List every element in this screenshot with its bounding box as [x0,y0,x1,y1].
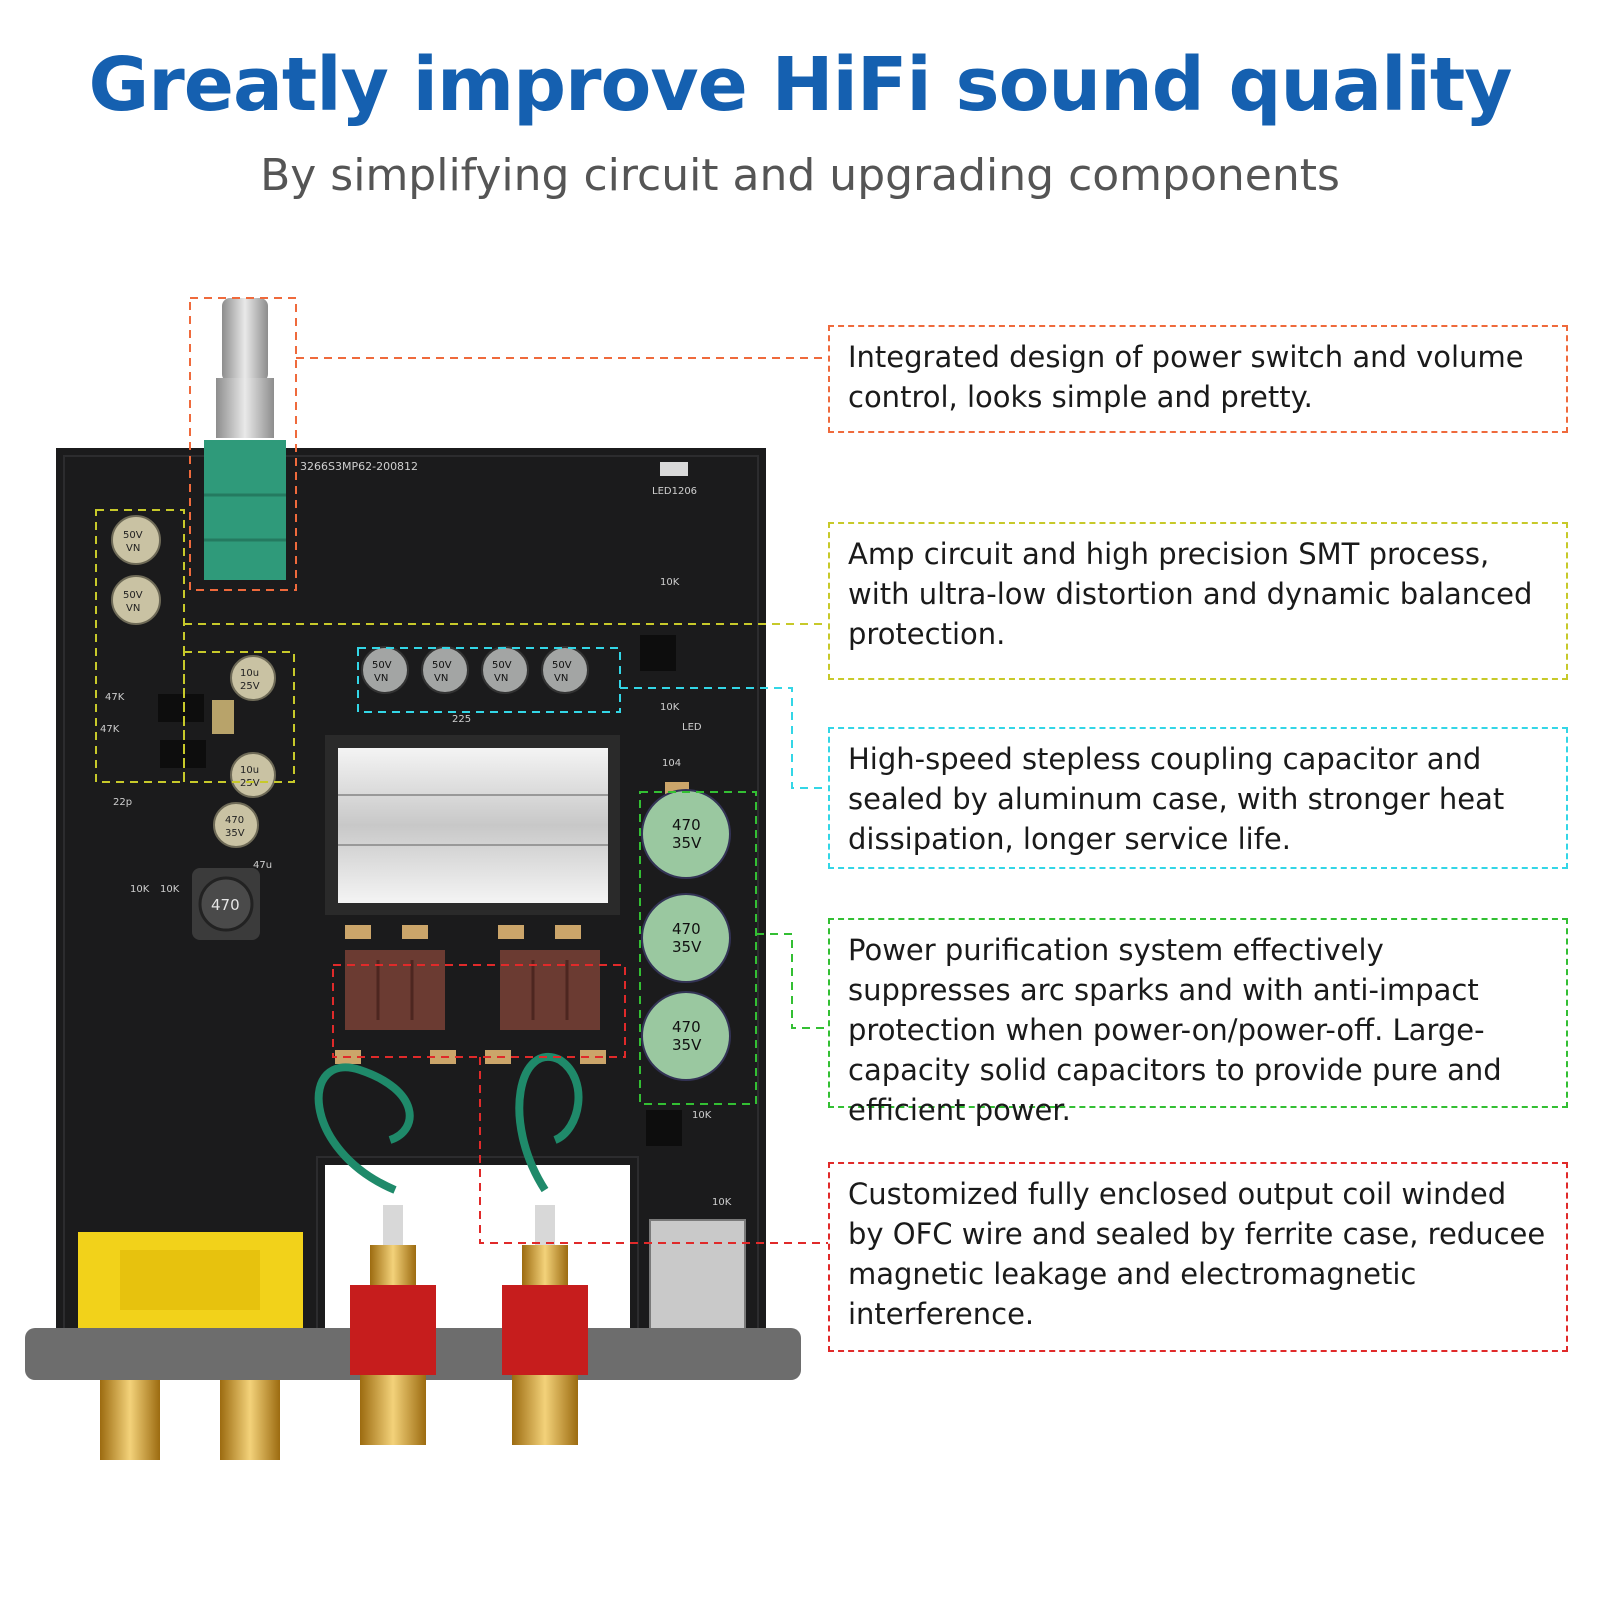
callout-coupling-capacitor: High-speed stepless coupling capacitor a… [828,727,1568,869]
svg-text:VN: VN [126,543,140,554]
svg-text:35V: 35V [225,828,245,839]
svg-text:10K: 10K [660,577,680,588]
svg-text:10u: 10u [240,765,259,776]
highlight-potentiometer [189,297,297,591]
svg-text:VN: VN [494,673,508,684]
svg-text:35V: 35V [672,938,702,956]
svg-text:25V: 25V [240,681,260,692]
svg-text:470: 470 [225,815,244,826]
silkscreen-part-number: 3266S3MP62-200812 [300,460,418,473]
page-subtitle: By simplifying circuit and upgrading com… [260,150,1340,201]
svg-text:225: 225 [452,714,471,725]
input-capacitors: 50V VN 50V VN 10u 25V 10u 25V 470 35V [111,515,276,848]
leader-line-red [479,1057,828,1244]
svg-text:50V: 50V [552,660,572,671]
svg-text:104: 104 [662,758,681,769]
leader-line-cyan [620,687,828,789]
svg-text:10K: 10K [130,884,150,895]
highlight-coupling-caps [357,647,621,713]
svg-text:470: 470 [672,816,701,834]
power-capacitors: 470 35V 470 35V 470 35V [641,789,731,1081]
highlight-amp-circuit-right [183,651,295,783]
svg-text:LED: LED [682,722,702,733]
inductor: 470 [192,868,260,940]
svg-text:35V: 35V [672,834,702,852]
svg-text:50V: 50V [123,590,143,601]
svg-text:470: 470 [672,920,701,938]
svg-text:22p: 22p [113,797,132,808]
highlight-output-coils [332,964,626,1058]
svg-text:50V: 50V [432,660,452,671]
volume-potentiometer [204,298,286,580]
svg-text:47K: 47K [100,724,120,735]
output-coils [345,950,600,1030]
svg-text:10K: 10K [160,884,180,895]
svg-text:VN: VN [554,673,568,684]
callout-amp-circuit: Amp circuit and high precision SMT proce… [828,522,1568,680]
svg-text:VN: VN [374,673,388,684]
leader-line-green [756,933,828,1029]
svg-text:47u: 47u [253,860,272,871]
svg-text:10K: 10K [712,1197,732,1208]
svg-text:50V: 50V [372,660,392,671]
callout-power-volume: Integrated design of power switch and vo… [828,325,1568,433]
highlight-power-caps [639,791,757,1105]
led-indicator: LED1206 [652,462,697,497]
svg-text:25V: 25V [240,778,260,789]
svg-text:VN: VN [434,673,448,684]
callout-output-coil: Customized fully enclosed output coil wi… [828,1162,1568,1352]
heatsink [325,735,620,915]
svg-text:10u: 10u [240,668,259,679]
svg-text:47K: 47K [105,692,125,703]
svg-text:35V: 35V [672,1036,702,1054]
usb-c-port [649,1219,746,1331]
svg-text:470: 470 [211,896,240,914]
svg-text:50V: 50V [492,660,512,671]
output-wires [314,1053,583,1194]
svg-text:VN: VN [126,603,140,614]
svg-text:470: 470 [672,1018,701,1036]
callout-power-purification: Power purification system effectively su… [828,918,1568,1127]
page-title: Greatly improve HiFi sound quality [88,42,1513,128]
svg-text:10K: 10K [660,702,680,713]
svg-text:50V: 50V [123,530,143,541]
power-connector [78,1232,303,1328]
highlight-amp-circuit-left [95,509,185,783]
speaker-terminals [350,1205,588,1445]
rca-inputs [100,1380,280,1460]
silkscreen-led-label: LED1206 [652,486,697,497]
svg-text:10K: 10K [692,1110,712,1121]
